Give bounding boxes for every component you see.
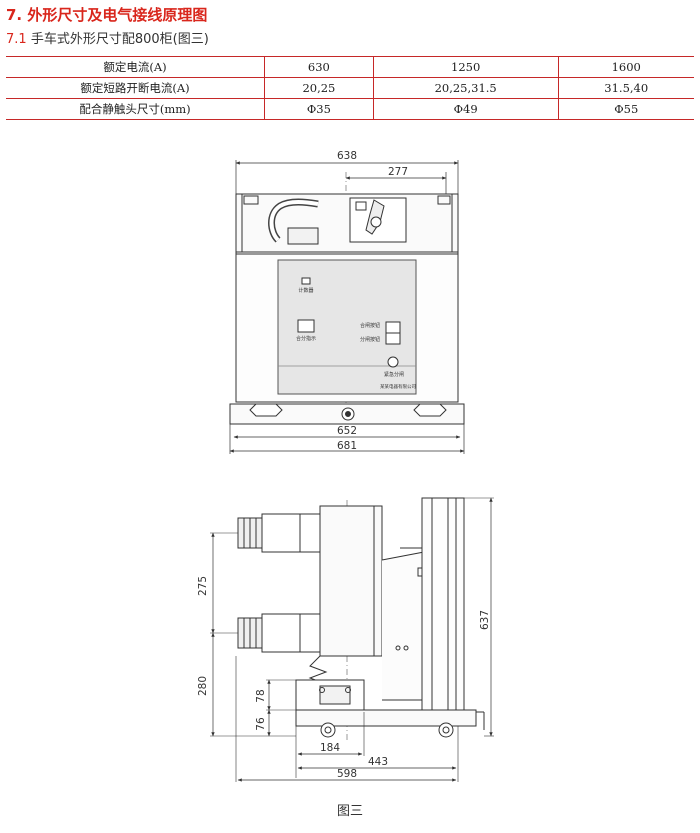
panel-label: 计数器 bbox=[298, 287, 313, 294]
dim-label: 652 bbox=[337, 425, 357, 437]
table-cell: 630 bbox=[264, 56, 374, 78]
side-view-text: 275 280 78 76 637 184 443 598 bbox=[197, 576, 491, 780]
front-view bbox=[229, 160, 465, 454]
row-label: 额定电流(A) bbox=[6, 56, 265, 78]
side-view bbox=[210, 497, 494, 782]
panel-label: 合闸按钮 bbox=[360, 322, 380, 329]
dim-label: 78 bbox=[255, 689, 267, 702]
dim-label: 275 bbox=[197, 576, 209, 596]
front-view-text: 638 277 652 681 计数器 合分指示 合闸按钮 分闸按钮 紧急分闸 … bbox=[296, 150, 416, 452]
table-cell: 1600 bbox=[557, 56, 694, 78]
section-title: 7. 外形尺寸及电气接线原理图 bbox=[6, 6, 208, 24]
table-cell: 1250 bbox=[372, 56, 559, 78]
dim-label: 638 bbox=[337, 150, 357, 162]
table-cell: Φ55 bbox=[557, 98, 694, 120]
table-cell: 20,25 bbox=[264, 77, 374, 99]
dim-label: 443 bbox=[368, 756, 388, 768]
dim-label: 184 bbox=[320, 742, 340, 754]
table-cell: Φ49 bbox=[372, 98, 559, 120]
table-cell: 31.5,40 bbox=[557, 77, 694, 99]
row-label: 配合静触头尺寸(mm) bbox=[6, 98, 265, 120]
subsection-number: 7.1 bbox=[6, 32, 27, 47]
row-label: 额定短路开断电流(A) bbox=[6, 77, 265, 99]
dim-label: 76 bbox=[255, 717, 267, 731]
table-row: 额定电流(A) 630 1250 1600 bbox=[6, 56, 694, 78]
dim-label: 598 bbox=[337, 768, 357, 780]
figure-caption: 图三 bbox=[336, 804, 363, 819]
panel-label: 某某电器有限公司 bbox=[380, 383, 416, 390]
panel-label: 紧急分闸 bbox=[384, 371, 404, 378]
spec-table: 额定电流(A) 630 1250 1600 额定短路开断电流(A) 20,25 … bbox=[6, 56, 694, 120]
table-row: 配合静触头尺寸(mm) Φ35 Φ49 Φ55 bbox=[6, 98, 694, 120]
panel-label: 合分指示 bbox=[296, 335, 316, 342]
dim-label: 637 bbox=[479, 610, 491, 630]
panel-label: 分闸按钮 bbox=[360, 336, 380, 343]
table-row: 额定短路开断电流(A) 20,25 20,25,31.5 31.5,40 bbox=[6, 77, 694, 99]
subsection-text: 手车式外形尺寸配800柜(图三) bbox=[30, 32, 209, 47]
dim-label: 681 bbox=[337, 440, 357, 452]
subsection-title: 7.1 手车式外形尺寸配800柜(图三) bbox=[6, 28, 209, 47]
table-cell: 20,25,31.5 bbox=[372, 77, 559, 99]
dim-label: 277 bbox=[388, 166, 408, 178]
table-cell: Φ35 bbox=[264, 98, 374, 120]
dim-label: 280 bbox=[197, 676, 209, 696]
